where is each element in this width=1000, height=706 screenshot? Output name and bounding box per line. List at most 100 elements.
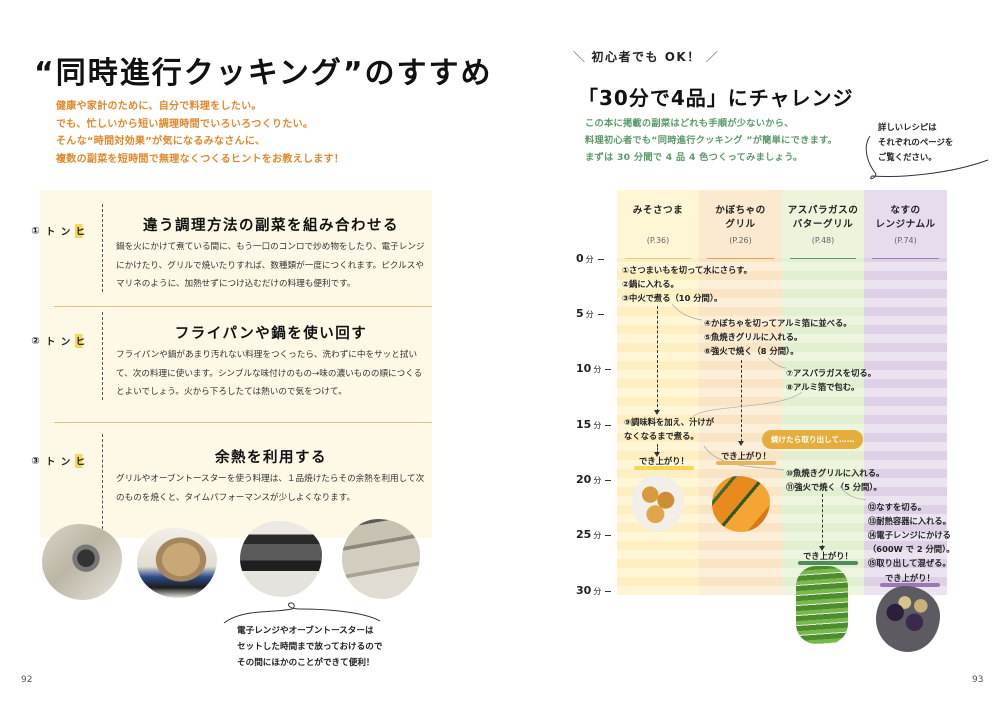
tip-bubble: 焼けたら取り出して…… [762, 430, 864, 449]
dish-page-ref: (P.74) [894, 236, 917, 245]
column-header: なすのレンジナムル (P.74) [864, 190, 947, 259]
hint-title: フライパンや鍋を使い回す [174, 326, 368, 342]
timeline-column-asparagus-butter-grill: アスパラガスのバターグリル (P.48) [782, 190, 864, 595]
note-line: それぞれのページを [878, 137, 954, 147]
pumpkin-grill-photo [712, 476, 770, 532]
hint-title: 違う調理方法の副菜を組み合わせる [143, 218, 399, 234]
step-7: ⑦アスパラガスを切る。 [786, 368, 876, 378]
hint-label: ヒント① [30, 224, 86, 238]
flow-connector-curves [671, 303, 867, 501]
fish-grill-drawer-photo [342, 519, 420, 599]
column-underline [790, 258, 856, 259]
step-13: ⑬耐熱容器に入れる。 [868, 516, 951, 526]
column-header: みそさつま (P.36) [617, 190, 699, 259]
page-title: “同時進行クッキング”のすすめ [34, 56, 493, 91]
intro-line: そんな“時間対効果”が気になるみなさんに、 [56, 136, 266, 147]
flow-line [822, 494, 823, 548]
step-1: ①さつまいもを切って水にさらす。 [622, 265, 752, 275]
timeline-column-eggplant-namul: なすのレンジナムル (P.74) [864, 190, 947, 595]
misosatsuma-photo [632, 475, 684, 531]
dish-name: かぼちゃのグリル [715, 205, 766, 230]
dish-name: なすのレンジナムル [875, 205, 936, 230]
hint-body: グリルやオーブントースターを使う料理は、１品焼けたらその余熱を利用して次のものを… [116, 474, 425, 503]
column-underline [707, 258, 774, 259]
recipe-note: 詳しいレシピは それぞれのページを ご覧ください。 [878, 120, 953, 165]
hint-title: 余熱を利用する [215, 450, 327, 466]
dotted-divider [102, 312, 103, 400]
step-11: ⑪強火で焼く（5 分間）。 [786, 482, 882, 492]
column-header: かぼちゃのグリル (P.26) [699, 190, 782, 259]
step-4: ④かぼちゃを切ってアルミ箔に並べる。 [704, 318, 852, 328]
arrow-down-icon [738, 441, 744, 446]
dish-page-ref: (P.48) [811, 236, 835, 245]
done-label-pumpkin: でき上がり！ [716, 450, 776, 465]
done-label-misosatsuma: でき上がり！ [634, 455, 694, 470]
dish-name: アスパラガスのバターグリル [787, 205, 859, 230]
flow-line [657, 306, 658, 412]
intro-text: 健康や家計のために、自分で料理をしたい。 でも、忙しいから短い調理時間でいろいろ… [56, 98, 344, 168]
note-line: 詳しいレシピは [878, 122, 937, 132]
slash-right-icon: ／ [705, 50, 720, 64]
callout-line: その間にほかのことができて便利！ [237, 658, 375, 668]
microwave-oven-photo [240, 521, 322, 597]
asparagus-grill-photo [796, 566, 848, 644]
step-10: ⑩魚焼きグリルに入れる。 [786, 468, 885, 478]
desc-line: 料理初心者でも“同時進行クッキング ”が簡単にできます。 [585, 135, 838, 146]
hint-label: ヒント③ [30, 454, 86, 468]
hint-label: ヒント② [30, 334, 86, 348]
hint-body: フライパンや鍋があまり汚れない料理をつくったら、洗わずに中をサッと拭いて、次の料… [116, 350, 423, 397]
callout-brace-icon [223, 602, 381, 624]
step-9-cont: なくなるまで煮る。 [624, 431, 699, 441]
eggplant-namul-photo [876, 586, 940, 652]
dish-page-ref: (P.36) [646, 236, 670, 245]
beginner-ok-tag: ＼ 初心者でも OK！ ／ [568, 48, 724, 65]
dotted-divider [102, 204, 103, 292]
hint-separator [54, 306, 432, 307]
gas-stove-photo [42, 524, 122, 600]
dish-name: みそさつま [632, 205, 684, 216]
dish-page-ref: (P.26) [729, 236, 752, 245]
step-6: ⑥強火で焼く（8 分間）。 [704, 346, 799, 356]
done-label-asparagus: でき上がり！ [798, 550, 858, 565]
step-9: ⑨調味料を加え、汁けが [624, 417, 714, 427]
step-12: ⑫なすを切る。 [868, 502, 927, 512]
column-underline [625, 258, 691, 259]
note-line: ご覧ください。 [878, 152, 937, 162]
pot-on-stove-photo [137, 528, 217, 598]
callout-line: 電子レンジやオーブントースターは [237, 626, 374, 636]
done-label-eggplant: でき上がり！ [880, 572, 940, 587]
intro-line: 複数の副菜を短時間で無理なくつくるヒントをお教えします！ [56, 153, 345, 165]
step-14: ⑭電子レンジにかける [868, 530, 951, 540]
arrow-down-icon [654, 452, 660, 457]
step-2: ②鍋に入れる。 [622, 279, 679, 289]
slash-left-icon: ＼ [573, 50, 587, 64]
flow-line [657, 444, 658, 454]
note-speech-curve-icon [865, 135, 989, 180]
tag-text: 初心者でも OK！ [591, 50, 701, 64]
step-5: ⑤魚焼きグリルに入れる。 [704, 332, 803, 342]
step-3: ③中火で煮る（10 分間）。 [622, 293, 723, 303]
column-underline [872, 258, 939, 259]
challenge-title: 「30分で4品」にチャレンジ [578, 86, 854, 110]
step-15: ⑮取り出して混ぜる。 [868, 558, 951, 568]
arrow-down-icon [819, 546, 825, 551]
page-number: 92 [21, 675, 33, 685]
desc-line: この本に掲載の副菜はどれも手順が少ないから、 [585, 118, 794, 129]
column-header: アスパラガスのバターグリル (P.48) [782, 190, 864, 259]
hints-panel: ヒント① 違う調理方法の副菜を組み合わせる 鍋を火にかけて煮ている間に、もう一口… [30, 190, 432, 538]
flow-line [741, 360, 742, 442]
page-number: 93 [972, 675, 984, 685]
dotted-divider [102, 434, 103, 529]
hint-separator [54, 422, 432, 423]
intro-line: でも、忙しいから短い調理時間でいろいろつくりたい。 [56, 118, 314, 130]
hint-body: 鍋を火にかけて煮ている間に、もう一口のコンロで炒め物をしたり、電子レンジにかけた… [116, 242, 425, 289]
step-8: ⑧アルミ箔で包む。 [786, 382, 860, 392]
challenge-description: この本に掲載の副菜はどれも手順が少ないから、 料理初心者でも“同時進行クッキング… [585, 115, 837, 166]
